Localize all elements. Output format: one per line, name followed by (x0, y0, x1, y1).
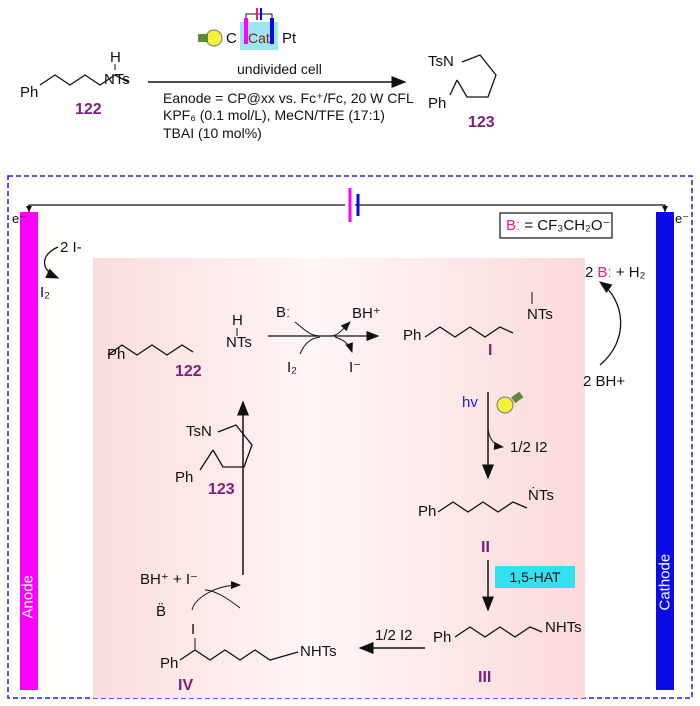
circuit-wire (28, 204, 345, 212)
inner-123-ph: Ph (175, 469, 194, 486)
122-nts: NTs (226, 334, 252, 351)
substrate-label: 122 (75, 101, 102, 118)
122-label: 122 (175, 363, 202, 380)
int-II-ph: Ph (418, 503, 437, 520)
int-I-ph: Ph (403, 327, 422, 344)
cell-caption: undivided cell (237, 61, 322, 77)
inner-123-tsn: TsN (186, 423, 212, 440)
substrate-nts: NTs (104, 71, 130, 88)
hv-label: hv (462, 394, 478, 411)
122-ph: Ph (107, 346, 126, 363)
substrate-ph: Ph (20, 84, 39, 101)
cathode-reactant: 2 BH+ (583, 373, 626, 390)
int-IV-iodine: I (191, 621, 196, 638)
base-definition-box (499, 212, 613, 239)
condition-2: KPF₆ (0.1 mol/L), MeCN/TFE (17:1) (163, 107, 385, 123)
cathode-electrode (656, 212, 674, 690)
hat-badge: 1,5-HAT (495, 566, 575, 588)
int-III-nhts: NHTs (545, 619, 582, 636)
base-symbol: Bː (506, 217, 521, 234)
regen-base: B̈ (156, 603, 167, 620)
cathode-base: Bː (597, 264, 612, 281)
anode-reactant: 2 I- (60, 239, 82, 256)
condition-3: TBAI (10 mol%) (163, 125, 262, 141)
step1-iminus: I⁻ (349, 359, 362, 376)
product-label: 123 (468, 114, 495, 131)
cell-cat: Cat (248, 30, 270, 46)
int-IV-nhts: NHTs (300, 643, 337, 660)
cell-electrode-pt: Pt (282, 30, 297, 47)
anode-label: Anode (19, 575, 37, 619)
lamp-icon (198, 29, 223, 47)
step1-bh: BH⁺ (352, 305, 381, 322)
int-II-nts: ṄTs (528, 487, 554, 504)
cell-icon (240, 8, 278, 50)
int-I-nts: NTs (527, 306, 553, 323)
int-I-label: I (488, 342, 493, 359)
int-III-label: III (478, 669, 492, 686)
substrate-h: H (110, 49, 121, 66)
reaction-zone (93, 258, 585, 698)
int-II-label: II (481, 539, 490, 556)
iodination-half-i2: 1/2 I2 (375, 627, 413, 644)
inner-123-label: 123 (208, 481, 235, 498)
condition-1: Eanode = CP@xx vs. Fc⁺/Fc, 20 W CFL (163, 90, 414, 106)
lamp-icon-2 (496, 391, 524, 414)
anode-electrode (20, 212, 38, 690)
step1-i2: I₂ (287, 359, 297, 376)
product-ring (456, 54, 497, 98)
int-III-ph: Ph (433, 629, 452, 646)
substrate-chain (39, 74, 129, 86)
122-h: H (232, 312, 243, 329)
cathode-label: Cathode (656, 553, 674, 611)
product-ph: Ph (428, 95, 447, 112)
base-definition: = CF₃CH₂O⁻ (520, 217, 611, 234)
int-IV-label: IV (178, 677, 194, 694)
release-half-i2: 1/2 I2 (510, 439, 548, 456)
electron-left: e⁻ (12, 211, 27, 226)
regen-bh-i: BH⁺ + I⁻ (140, 571, 198, 588)
step1-base: Bː (276, 304, 291, 321)
int-IV-ph: Ph (160, 655, 179, 672)
cathode-h2: + H₂ (611, 264, 646, 281)
product-tsn: TsN (428, 53, 454, 70)
cathode-coef: 2 (585, 264, 598, 281)
electron-right: e⁻ (675, 211, 690, 226)
cell-electrode-c: C (226, 30, 237, 47)
anode-product: I₂ (40, 284, 50, 301)
